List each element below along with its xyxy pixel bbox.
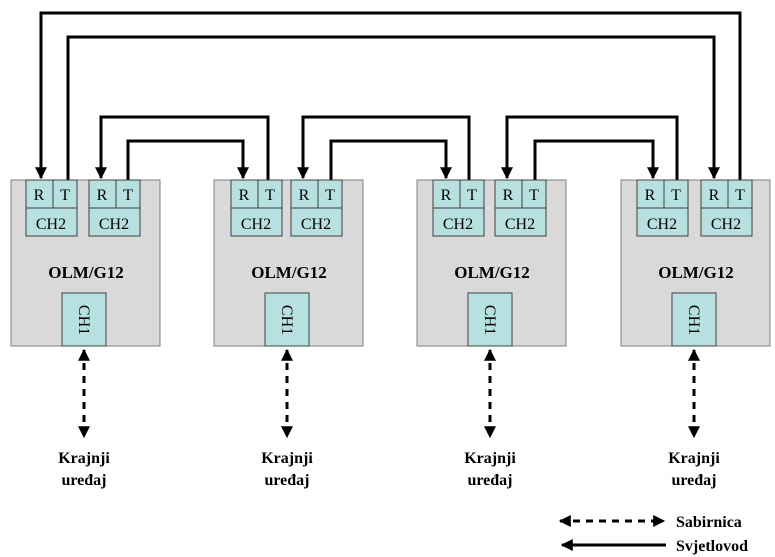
device-label-line2: uređaj [264,472,309,489]
ch1-port [61,292,107,347]
receive-cell [494,179,523,209]
ch1-label: CH1 [685,305,702,335]
port-t-label: T [60,187,70,204]
device-label-line1: Krajnji [464,450,516,467]
port-ch2-label: CH2 [711,216,741,233]
device-label-line1: Krajnji [261,450,313,467]
port-ch2-label: CH2 [99,216,129,233]
ch2-port-1: R T CH2 [25,179,78,237]
link-m1-to-m2 [126,139,249,180]
port-ch2-label: CH2 [241,216,271,233]
ch1-port [671,292,717,347]
ch2-port-1: R T CH2 [230,179,283,237]
ch2-cell [636,207,689,237]
ch2-port-2: R T CH2 [290,179,343,237]
port-r-label: R [97,187,108,204]
end-device-2: Krajnji uređaj [261,450,313,489]
legend: Sabirnica Svjetlovod [558,514,748,555]
port-t-label: T [529,187,539,204]
module-title: OLM/G12 [48,263,124,282]
transmit-cell [727,179,753,209]
port-t-label: T [325,187,335,204]
port-r-label: R [645,187,656,204]
ring-outer-link [35,11,742,180]
module-3: R T CH2 R T CH2 OLM/G12 CH1 [416,179,567,347]
fiber-links [35,11,742,180]
ch2-port-1: R T CH2 [636,179,689,237]
link-m2-to-m3 [329,139,452,180]
module-title: OLM/G12 [658,263,734,282]
end-device-1: Krajnji uređaj [58,450,110,489]
port-ch2-label: CH2 [36,216,66,233]
ch1-label: CH1 [75,305,92,335]
end-device-4: Krajnji uređaj [668,450,720,489]
port-t-label: T [467,187,477,204]
ch2-cell [290,207,343,237]
port-ch2-label: CH2 [647,216,677,233]
ch1-port [467,292,513,347]
port-t-label: T [671,187,681,204]
link-m2-to-m1 [95,115,270,180]
device-label-line1: Krajnji [668,450,720,467]
ch2-port-2: R T CH2 [494,179,547,237]
link-m3-to-m4 [533,139,659,180]
ch2-port-2: R T CH2 [88,179,141,237]
legend-fiber-label: Svjetlovod [676,538,748,555]
ch2-port-1: R T CH2 [432,179,485,237]
ch2-cell [25,207,78,237]
transmit-cell [459,179,485,209]
ring-inner-link [66,35,720,180]
receive-cell [290,179,319,209]
port-r-label: R [709,187,720,204]
device-label-line2: uređaj [61,472,106,489]
bus-links [78,348,700,439]
ch1-label: CH1 [481,305,498,335]
end-device-3: Krajnji uređaj [464,450,516,489]
transmit-cell [663,179,689,209]
port-ch2-label: CH2 [505,216,535,233]
port-r-label: R [239,187,250,204]
ch1-label: CH1 [278,305,295,335]
device-label-line2: uređaj [671,472,716,489]
port-r-label: R [441,187,452,204]
link-m3-to-m2 [297,115,471,180]
device-label-line1: Krajnji [58,450,110,467]
module-1: R T CH2 R T CH2 OLM/G12 CH1 [10,179,161,347]
receive-cell [636,179,665,209]
ch2-cell [432,207,485,237]
port-t-label: T [123,187,133,204]
module-title: OLM/G12 [251,263,327,282]
ch2-cell [494,207,547,237]
ch1-port [264,292,310,347]
transmit-cell [317,179,343,209]
ch2-port-2: R T CH2 [700,179,753,237]
link-m4-to-m3 [501,115,679,180]
port-t-label: T [265,187,275,204]
receive-cell [432,179,461,209]
module-title: OLM/G12 [454,263,530,282]
port-r-label: R [34,187,45,204]
ch2-cell [88,207,141,237]
receive-cell [25,179,54,209]
module-2: R T CH2 R T CH2 OLM/G12 CH1 [213,179,364,347]
end-devices: Krajnji uređaj Krajnji uređaj Krajnji ur… [58,450,720,489]
port-t-label: T [735,187,745,204]
device-label-line2: uređaj [467,472,512,489]
module-4: R T CH2 R T CH2 OLM/G12 CH1 [620,179,771,347]
port-ch2-label: CH2 [443,216,473,233]
transmit-cell [52,179,78,209]
port-ch2-label: CH2 [301,216,331,233]
port-r-label: R [299,187,310,204]
receive-cell [230,179,259,209]
port-r-label: R [503,187,514,204]
ch2-cell [230,207,283,237]
legend-bus-label: Sabirnica [676,514,742,531]
ch2-cell [700,207,753,237]
